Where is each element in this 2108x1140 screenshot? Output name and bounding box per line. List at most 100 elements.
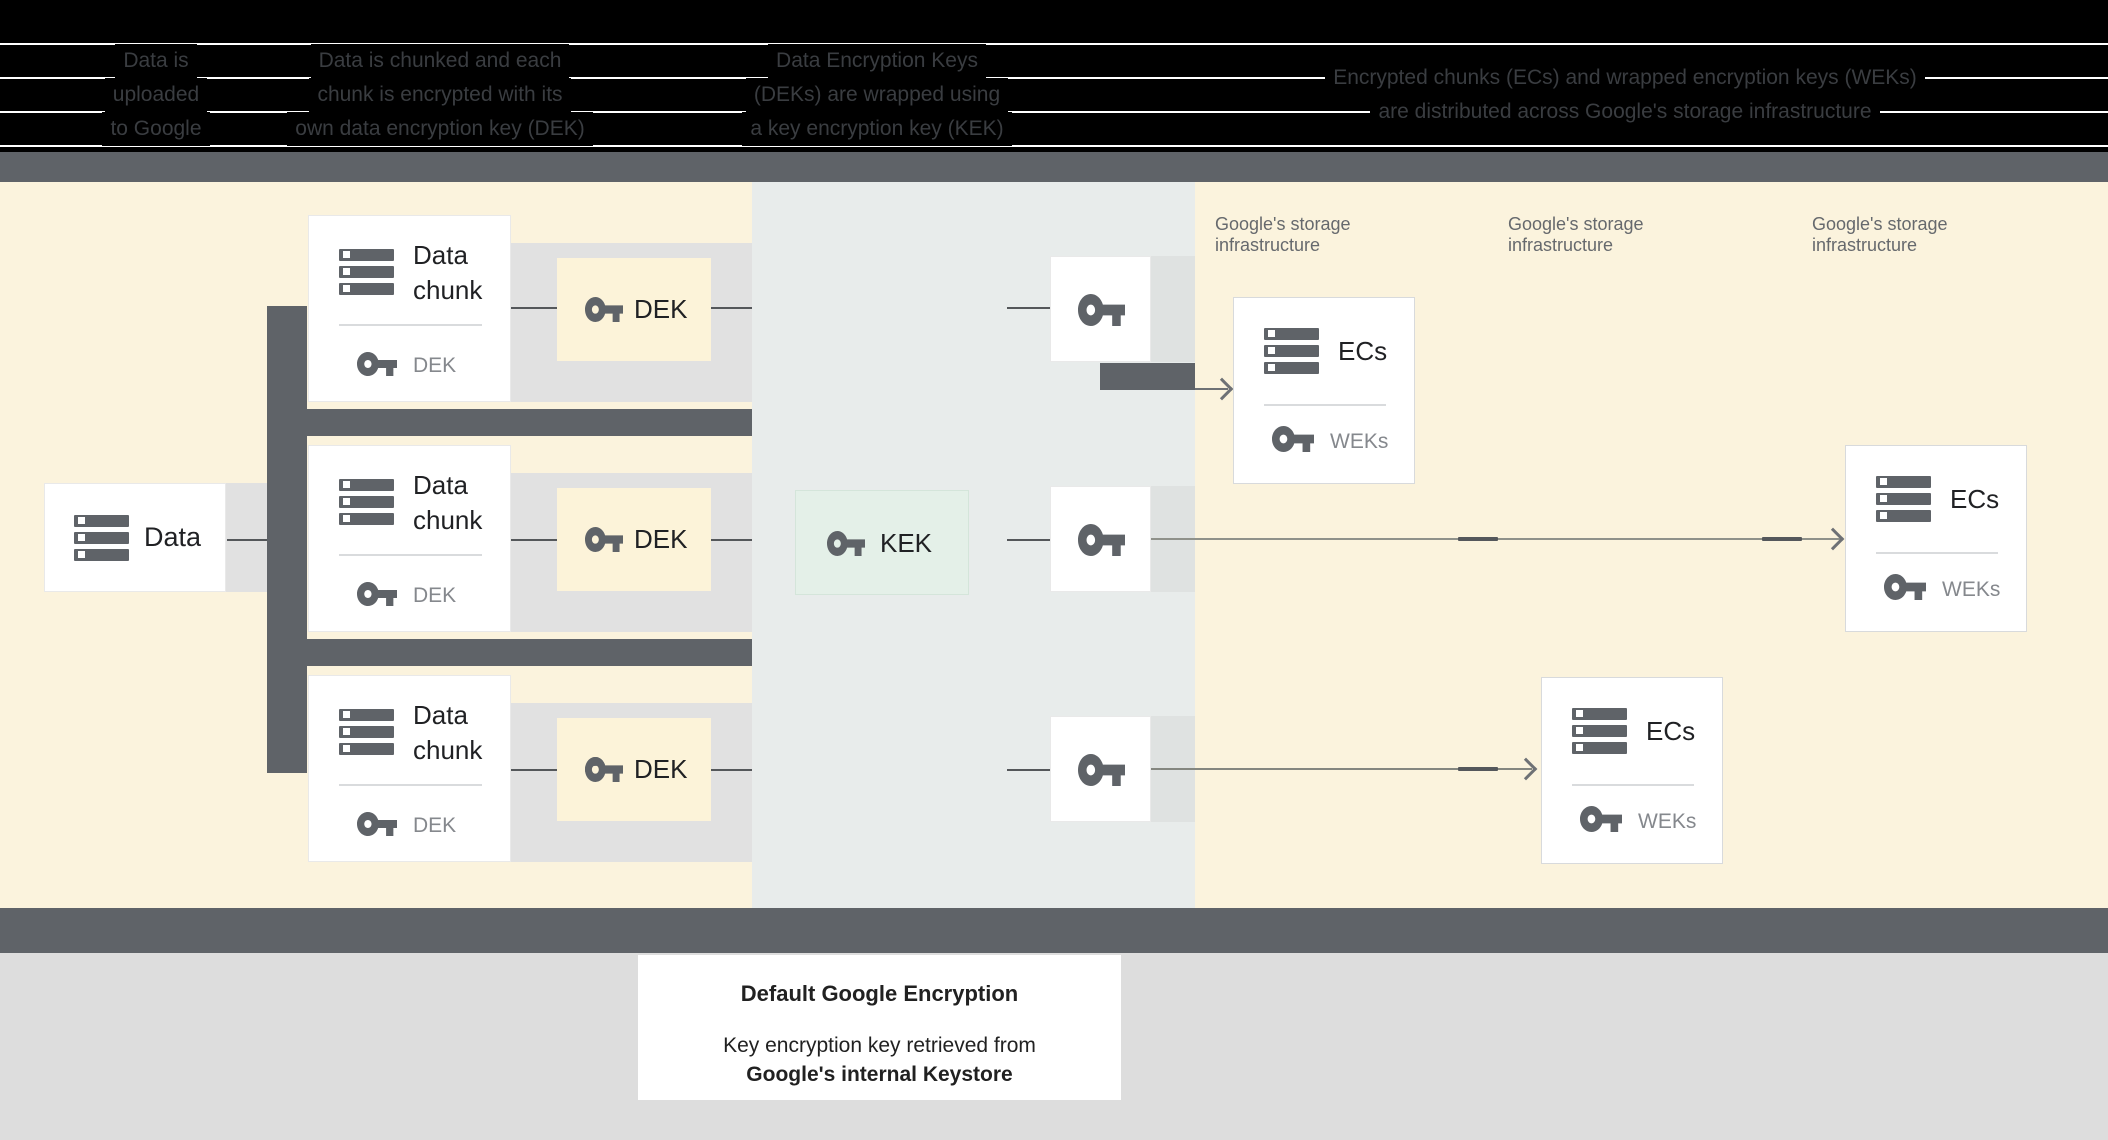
key-icon (585, 757, 623, 782)
step-caption-chunking: Data is chunked and each chunk is encryp… (275, 44, 605, 146)
step-caption-distribution: Encrypted chunks (ECs) and wrapped encry… (1305, 61, 1945, 129)
header-rule (0, 77, 2108, 79)
storage-infrastructure-label-2: Google's storage infrastructure (1508, 214, 1644, 255)
legend-box: Default Google Encryption Key encryption… (638, 955, 1121, 1100)
server-icon (1572, 708, 1627, 754)
connector-chunk3-dek3 (511, 769, 557, 771)
fan-out-bracket (267, 306, 307, 773)
kek-box: KEK (795, 490, 969, 595)
dek-box-1: DEK (557, 258, 711, 361)
weks-label: WEKs (1942, 578, 2001, 601)
key-icon (1078, 294, 1125, 326)
data-chunk-box-2: Data chunk DEK (308, 445, 511, 632)
divider (1264, 404, 1386, 406)
key-icon (1580, 806, 1622, 832)
step-caption-upload: Data is uploaded to Google (71, 44, 241, 146)
footer-area: Default Google Encryption Key encryption… (0, 953, 2108, 1140)
ecs-box-1: ECs WEKs (1233, 297, 1415, 484)
row-divider-bar-1 (267, 409, 752, 436)
server-icon (74, 515, 129, 561)
connector-panel-key3 (1007, 769, 1050, 771)
caption-line: Encrypted chunks (ECs) and wrapped encry… (1325, 61, 1925, 95)
connector-dek3-panel (711, 769, 752, 771)
key-wrap-box-2 (1050, 486, 1151, 592)
divider (339, 554, 482, 556)
data-box: Data (44, 483, 226, 592)
data-box-label: Data (144, 522, 202, 552)
caption-line: to Google (102, 112, 210, 146)
legend-title: Default Google Encryption (740, 981, 1019, 1006)
data-chunk-box-1: Data chunk DEK (308, 215, 511, 402)
arrow-dash (1458, 767, 1498, 771)
kek-label: KEK (880, 528, 933, 558)
top-separator-bar (0, 152, 2108, 182)
connector-panel-key1 (1007, 307, 1050, 309)
key-icon (1078, 754, 1125, 786)
wrap-output-bar (1100, 363, 1195, 390)
ecs-box-3: ECs WEKs (1541, 677, 1723, 864)
key-wrap-box-1 (1050, 256, 1151, 362)
server-icon (1876, 476, 1931, 522)
key-icon (585, 297, 623, 322)
caption-line: (DEKs) are wrapped using (745, 78, 1009, 112)
caption-line: Data is chunked and each (310, 44, 570, 78)
step-caption-wrapping: Data Encryption Keys (DEKs) are wrapped … (727, 44, 1027, 146)
ecs-label: ECs (1646, 716, 1696, 746)
bottom-separator-bar (0, 908, 2108, 953)
server-icon (339, 709, 394, 755)
divider (339, 784, 482, 786)
weks-label: WEKs (1638, 810, 1697, 833)
data-chunk-box-3: Data chunk DEK (308, 675, 511, 862)
arrowhead-ecs3-icon (1514, 757, 1538, 781)
chunk-title: Data chunk (413, 240, 483, 305)
connector-data-bracket (227, 539, 267, 541)
header-band: Data is uploaded to Google Data is chunk… (0, 0, 2108, 152)
server-icon (1264, 328, 1319, 374)
chunk-title: Data chunk (413, 470, 483, 535)
divider (1876, 552, 1998, 554)
header-rule (0, 145, 2108, 147)
weks-label: WEKs (1330, 430, 1389, 453)
caption-line: uploaded (104, 78, 208, 112)
key-box-shadow-row1 (1151, 256, 1195, 362)
connector-dek1-panel (711, 307, 752, 309)
dek-label: DEK (634, 754, 688, 784)
key-icon (357, 352, 397, 376)
key-icon (357, 582, 397, 606)
ecs-box-2: ECs WEKs (1845, 445, 2027, 632)
connector-chunk1-dek1 (511, 307, 557, 309)
key-icon (357, 812, 397, 836)
arrow-line-ecs1 (1195, 388, 1228, 390)
key-icon (1078, 524, 1125, 556)
caption-line: chunk is encrypted with its (309, 78, 571, 112)
chunk-dek-label: DEK (413, 814, 457, 837)
key-icon (1272, 426, 1314, 452)
ecs-label: ECs (1338, 336, 1388, 366)
dek-label: DEK (634, 294, 688, 324)
storage-infrastructure-label-3: Google's storage infrastructure (1812, 214, 1948, 255)
row-divider-bar-2 (267, 639, 752, 666)
key-icon (1884, 574, 1926, 600)
key-icon (827, 531, 865, 556)
caption-line: own data encryption key (DEK) (287, 112, 593, 146)
arrowhead-ecs2-icon (1821, 527, 1845, 551)
chunk-dek-label: DEK (413, 354, 457, 377)
connector-kek-key2 (1007, 539, 1050, 541)
storage-infrastructure-label-1: Google's storage infrastructure (1215, 214, 1351, 255)
divider (1572, 784, 1694, 786)
arrow-dash (1762, 537, 1802, 541)
legend-line-2: Google's internal Keystore (746, 1063, 1013, 1086)
arrow-dash (1458, 537, 1498, 541)
arrowhead-ecs1-icon (1210, 377, 1234, 401)
dek-label: DEK (634, 524, 688, 554)
caption-line: Data is (115, 44, 197, 78)
dek-box-2: DEK (557, 488, 711, 591)
ecs-label: ECs (1950, 484, 2000, 514)
chunk-title: Data chunk (413, 700, 483, 765)
header-rule (0, 43, 2108, 45)
divider (339, 324, 482, 326)
chunk-dek-label: DEK (413, 584, 457, 607)
key-icon (585, 527, 623, 552)
legend-line-1: Key encryption key retrieved from (723, 1034, 1036, 1057)
